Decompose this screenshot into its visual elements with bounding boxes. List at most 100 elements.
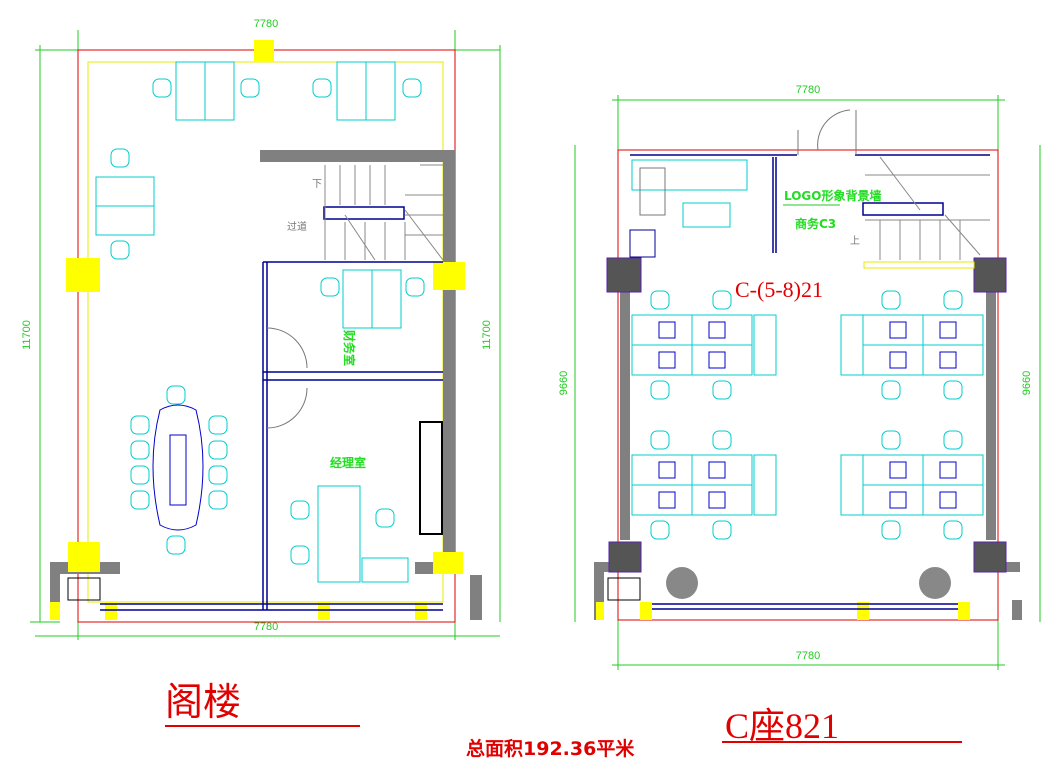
right-chairs [650, 290, 963, 540]
chair-icon [375, 508, 395, 528]
left-dim-bottom: 7780 [254, 621, 278, 633]
chair-icon [130, 465, 150, 485]
chair-icon [881, 430, 901, 450]
cabinet [840, 314, 864, 376]
chair-icon [650, 520, 670, 540]
monitor-icon [658, 321, 676, 339]
total-area-label: 总面积192.36平米 [466, 737, 635, 760]
left-doors [266, 327, 308, 429]
water-dispenser [629, 229, 656, 258]
elevator-box-right [607, 577, 641, 601]
right-dimension-lines [574, 95, 1041, 670]
chair-icon [166, 385, 186, 405]
elevator-box [67, 577, 101, 601]
monitor-icon [658, 461, 676, 479]
left-inner-yellow [87, 61, 444, 603]
right-dim-right: 9660 [1021, 371, 1033, 395]
left-chairs [110, 78, 425, 565]
sofa [631, 159, 748, 191]
cabinet [753, 454, 777, 516]
right-plan-title: C座821 [725, 706, 839, 746]
left-columns [50, 40, 465, 620]
right-outline [617, 149, 999, 621]
left-dim-left: 11700 [21, 320, 33, 350]
chair-icon [208, 490, 228, 510]
cabinet [753, 314, 777, 376]
conference-table [152, 404, 204, 531]
monitor-icon [708, 321, 726, 339]
entrance-door [797, 109, 857, 155]
plant-icon [666, 567, 698, 599]
manager-desk [317, 485, 361, 583]
chair-icon [943, 380, 963, 400]
left-plan-title: 阁楼 [165, 682, 241, 724]
monitor-icon [708, 461, 726, 479]
chair-icon [208, 415, 228, 435]
logo-wall-label: LOGO形象背景墙 [784, 188, 881, 203]
chair-icon [402, 78, 422, 98]
chair-icon [943, 290, 963, 310]
bookcase [419, 421, 443, 535]
right-columns [606, 257, 1007, 573]
chair-icon [712, 520, 732, 540]
monitor-icon [708, 491, 726, 509]
chair-icon [943, 520, 963, 540]
chair-icon [290, 545, 310, 565]
stair-up-label: 上 [850, 235, 860, 247]
monitor-icon [889, 321, 907, 339]
chair-icon [110, 240, 130, 260]
corridor-label: 过道 [287, 220, 307, 233]
chair-icon [405, 277, 425, 297]
chair-icon [290, 500, 310, 520]
chair-icon [312, 78, 332, 98]
chair-icon [881, 290, 901, 310]
left-dimension-lines [30, 30, 501, 640]
chair-icon [712, 290, 732, 310]
left-walls [50, 150, 482, 620]
unit-code-label: C-(5-8)21 [735, 277, 823, 302]
stair-down-label: 下 [312, 179, 322, 190]
chair-icon [240, 78, 260, 98]
chair-icon [152, 78, 172, 98]
left-furniture [95, 61, 409, 583]
stair-edge [863, 261, 975, 269]
chair-icon [712, 430, 732, 450]
right-partitions [630, 154, 990, 610]
chair-icon [166, 535, 186, 555]
right-plan: 7780 7780 9660 9660 [558, 84, 1041, 746]
meeting-label: 商务C3 [795, 216, 836, 231]
chair-icon [650, 380, 670, 400]
chair-icon [208, 465, 228, 485]
chair-icon [712, 380, 732, 400]
chair-icon [130, 440, 150, 460]
chair-icon [650, 430, 670, 450]
right-yellow-marks [596, 602, 970, 620]
chair-icon [650, 290, 670, 310]
chair-icon [130, 490, 150, 510]
right-dim-top: 7780 [796, 84, 820, 96]
left-plan: 7780 7780 11700 11700 [21, 18, 501, 727]
chair-icon [130, 415, 150, 435]
left-partitions [100, 206, 443, 611]
right-dim-left: 9660 [558, 371, 570, 395]
left-dim-right: 11700 [481, 320, 493, 350]
finance-room-label: 财务室 [342, 329, 357, 366]
plant-icon [919, 567, 951, 599]
right-stairs [865, 156, 990, 260]
left-dim-top: 7780 [254, 18, 278, 30]
monitor-icon [889, 351, 907, 369]
chair-icon [110, 148, 130, 168]
monitor-icon [658, 491, 676, 509]
chair-icon [320, 277, 340, 297]
chair-icon [943, 430, 963, 450]
cabinet [840, 454, 864, 516]
manager-room-label: 经理室 [330, 455, 366, 470]
lounge-furniture [631, 159, 748, 228]
monitor-icon [658, 351, 676, 369]
monitor-icon [889, 461, 907, 479]
monitor-icon [708, 351, 726, 369]
plants [666, 567, 951, 599]
workstations [631, 314, 984, 516]
monitor-icon [939, 321, 957, 339]
